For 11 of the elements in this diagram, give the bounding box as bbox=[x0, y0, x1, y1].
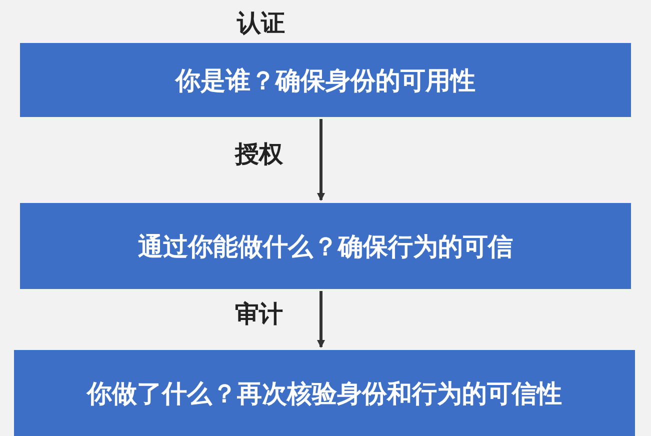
box-text: 通过你能做什么？确保行为的可信 bbox=[138, 230, 513, 262]
stage-label: 认证 bbox=[237, 8, 285, 39]
edge-label: 授权 bbox=[235, 139, 283, 170]
arrow bbox=[317, 291, 325, 348]
edge-label: 审计 bbox=[235, 298, 283, 330]
process-box bbox=[20, 43, 631, 117]
box-text: 你是谁？确保身份的可用性 bbox=[176, 64, 476, 96]
process-box bbox=[14, 350, 635, 436]
process-box bbox=[20, 203, 631, 289]
arrow bbox=[317, 119, 325, 201]
box-text: 你做了什么？再次核验身份和行为的可信性 bbox=[87, 378, 562, 410]
